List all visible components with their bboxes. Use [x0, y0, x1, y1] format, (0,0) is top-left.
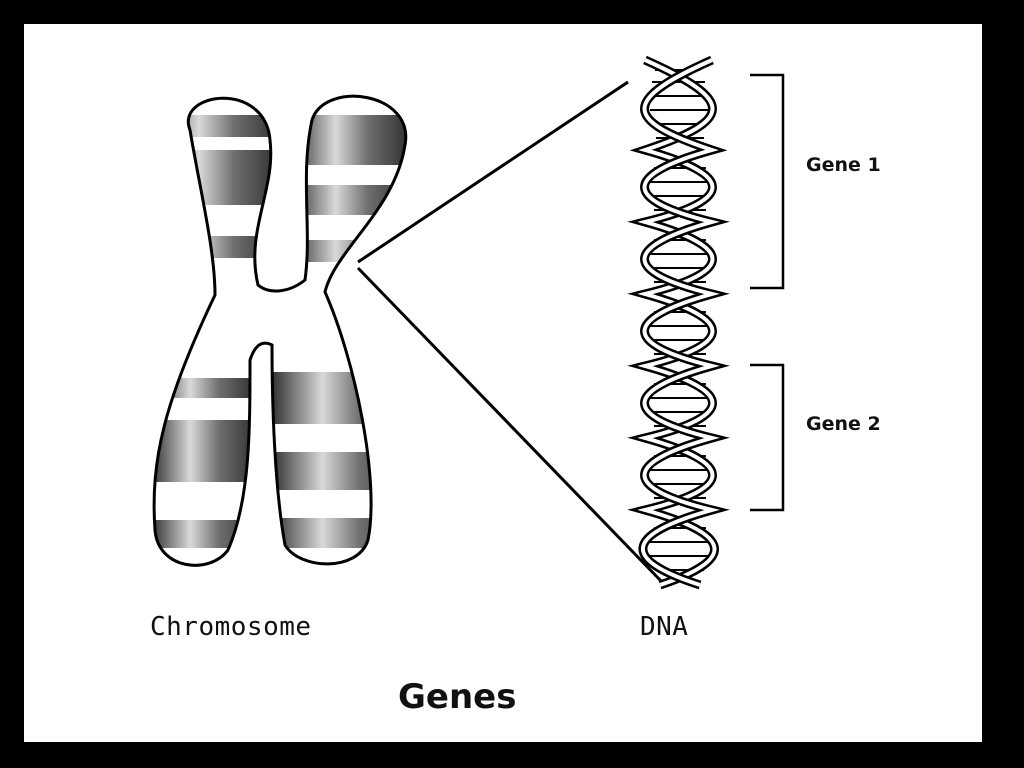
gene1-label: Gene 1 — [806, 154, 881, 176]
gene2-bracket — [750, 363, 785, 512]
diagram-title: Genes — [398, 677, 517, 717]
chromosome-shape — [152, 94, 408, 567]
zoom-line-bottom — [356, 266, 664, 584]
dna-helix — [627, 55, 730, 590]
gene2-label: Gene 2 — [806, 413, 881, 435]
chromosome-label: Chromosome — [150, 612, 312, 642]
gene1-bracket — [750, 73, 785, 290]
zoom-line-top — [357, 80, 629, 264]
dna-label: DNA — [640, 612, 689, 642]
